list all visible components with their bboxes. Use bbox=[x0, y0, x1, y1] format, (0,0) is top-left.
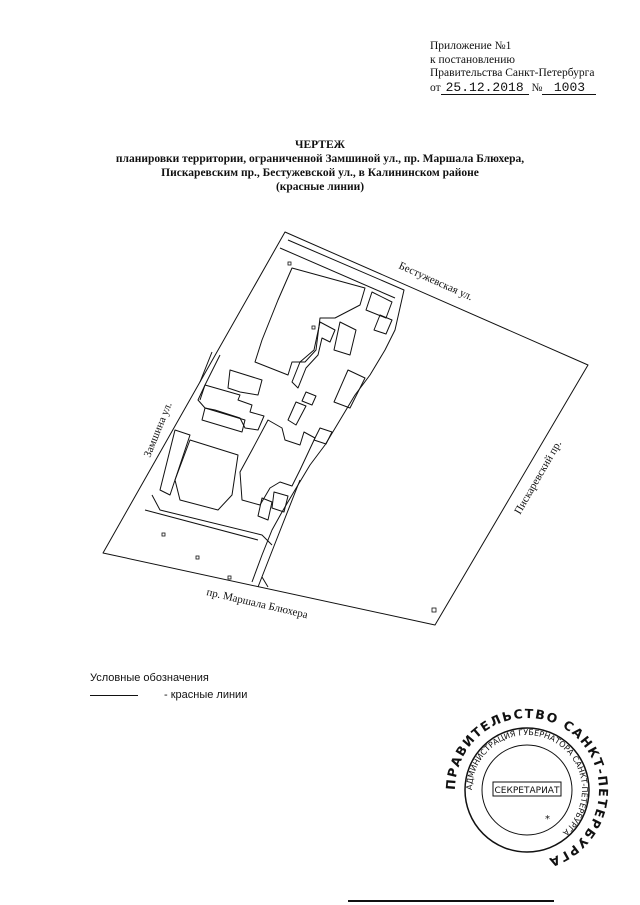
street-label-bestuzhevskaya: Бестужевская ул. bbox=[397, 260, 475, 304]
document-title: ЧЕРТЕЖ планировки территории, ограниченн… bbox=[0, 138, 640, 194]
marker-6 bbox=[311, 325, 316, 330]
appendix-line-1: Приложение №1 bbox=[430, 40, 512, 52]
building-block-1 bbox=[254, 267, 366, 376]
marker-1 bbox=[161, 532, 166, 537]
building-block-13 bbox=[257, 497, 273, 521]
resolution-date: 25.12.2018 bbox=[440, 81, 529, 95]
building-block-6 bbox=[333, 369, 366, 409]
resolution-number: 1003 bbox=[542, 81, 597, 95]
title-line-2: Пискаревским пр., Бестужевской ул., в Ка… bbox=[161, 167, 479, 179]
building-block-9 bbox=[201, 407, 246, 433]
marker-5 bbox=[287, 261, 292, 266]
legend-title: Условные обозначения bbox=[90, 672, 209, 684]
building-block-16 bbox=[313, 427, 333, 445]
marker-2 bbox=[195, 555, 200, 560]
marker-3 bbox=[227, 575, 232, 580]
territory-boundary bbox=[102, 231, 589, 626]
building-block-14 bbox=[271, 491, 289, 513]
building-block-7 bbox=[197, 384, 265, 431]
building-block-12 bbox=[159, 429, 191, 496]
building-block-3 bbox=[333, 321, 357, 356]
building-block-4 bbox=[365, 291, 393, 319]
appendix-line-3: Правительства Санкт-Петербурга bbox=[430, 67, 595, 79]
quarter-boundary-lower bbox=[279, 247, 396, 299]
svg-text:*: * bbox=[545, 814, 550, 825]
building-block-2 bbox=[291, 321, 336, 389]
building-block-8 bbox=[227, 369, 263, 396]
official-stamp: ПРАВИТЕЛЬСТВО САНКТ-ПЕТЕРБУРГА АДМИНИСТР… bbox=[443, 706, 610, 871]
inner-road-3 bbox=[144, 509, 259, 541]
appendix-line-2: к постановлению bbox=[430, 53, 515, 66]
legend-row: - красные линии bbox=[90, 689, 247, 701]
stamp-center-text: СЕКРЕТАРИАТ bbox=[495, 786, 560, 796]
street-gap-line bbox=[257, 479, 301, 588]
building-block-15 bbox=[301, 391, 317, 406]
building-block-5 bbox=[373, 314, 393, 335]
legend-item-label: - красные линии bbox=[164, 689, 248, 701]
building-block-17 bbox=[287, 401, 307, 426]
title-heading: ЧЕРТЕЖ bbox=[295, 139, 345, 151]
marker-4 bbox=[431, 607, 437, 613]
title-line-1: планировки территории, ограниченной Замш… bbox=[115, 153, 525, 165]
bottom-rule bbox=[348, 900, 554, 902]
street-label-blyukhera: пр. Маршала Блюхера bbox=[205, 586, 309, 621]
inner-road-2 bbox=[151, 494, 273, 546]
building-block-10 bbox=[239, 419, 316, 506]
legend-red-line-sample bbox=[90, 694, 138, 696]
date-prefix: от bbox=[430, 81, 441, 94]
quarter-boundary-upper bbox=[251, 239, 405, 583]
appendix-block: Приложение №1 к постановлению Правительс… bbox=[430, 40, 597, 96]
number-prefix: № bbox=[531, 81, 543, 94]
title-line-3: (красные линии) bbox=[275, 181, 365, 193]
